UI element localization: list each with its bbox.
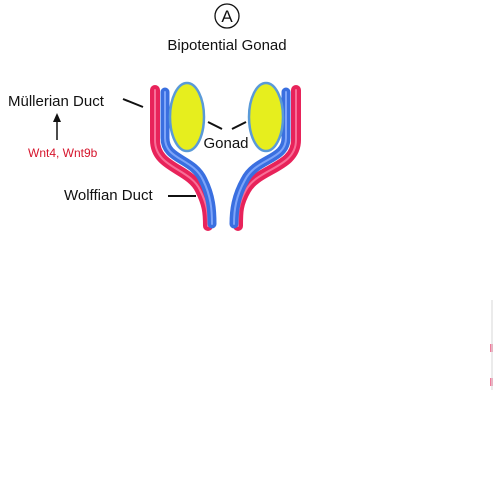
mullerian-leader-line	[122, 98, 144, 108]
mullerian-duct-label: Müllerian Duct	[8, 93, 105, 110]
left-duct-pair	[150, 85, 217, 231]
wolffian-duct-label: Wolffian Duct	[64, 187, 153, 204]
edge-artifact-3	[491, 300, 493, 390]
panel-letter: A	[221, 7, 233, 26]
gonad-leader-left	[207, 121, 223, 130]
gene-label: Wnt4, Wnt9b	[28, 146, 98, 160]
panel-letter-circle	[214, 3, 240, 29]
gonad-label: Gonad	[203, 135, 248, 152]
diagram-title: Bipotential Gonad	[167, 37, 286, 54]
right-duct-pair	[229, 85, 301, 231]
gonad-leader-right	[231, 121, 247, 130]
gene-arrow-head	[53, 113, 61, 122]
left-gonad	[168, 81, 206, 153]
right-gonad	[247, 81, 285, 153]
